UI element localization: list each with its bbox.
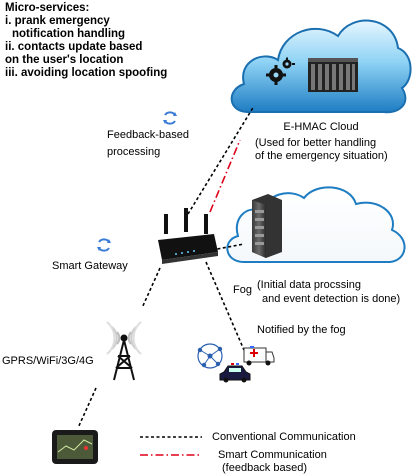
gateway-cloud-link [187,105,255,215]
sync-icon [163,111,177,125]
microservice-item-1-cont: notification handling [12,28,126,40]
server-rack-icon [308,58,358,92]
microservice-item-2: ii. contacts update based [5,41,143,53]
fog-title: Fog [233,284,252,296]
cloud-title: E-HMAC Cloud [283,121,359,133]
notified-label: Notified by the fog [257,324,346,336]
microservice-item-1: i. prank emergency [5,15,110,27]
fog-desc-line1: (Initial data procssing [257,279,361,291]
cellular-label: GPRS/WiFi/3G/4G [2,355,94,367]
network-nodes-icon [197,343,223,369]
gears-icon [266,57,295,85]
microservices-title: Micro-services: [5,2,90,14]
police-car-icon [219,363,251,383]
tower-device-link [77,387,97,429]
mobile-device-icon [52,430,98,464]
gateway-tower-link [141,267,161,309]
legend-smart-label-line2: (feedback based) [222,462,307,474]
cloud-desc-line2: of the emergency situation) [255,150,388,162]
legend-conventional-label: Conventional Communication [212,431,356,443]
microservice-item-2-cont: on the user's location [5,54,124,66]
ehmac-cloud [230,19,412,114]
feedback-label-line1: Feedback-based [107,129,189,141]
sync-icon [97,238,111,252]
router-icon [158,208,218,264]
smart-feedback-link [209,139,241,213]
connection-lines [77,105,255,429]
fog-services-link [205,261,245,351]
fog-server-icon [252,194,282,258]
cloud-desc-line1: (Used for better handling [255,137,377,149]
fog-desc-line2: and event detection is done) [262,293,401,305]
feedback-label-line2: processing [107,146,161,158]
legend-smart-label-line1: Smart Communication [218,449,327,461]
fog-cloud [226,186,406,263]
ambulance-icon [243,346,275,366]
cell-tower-icon [106,321,142,381]
microservice-item-3: iii. avoiding location spoofing [5,67,168,79]
smart-gateway-label: Smart Gateway [52,260,128,272]
